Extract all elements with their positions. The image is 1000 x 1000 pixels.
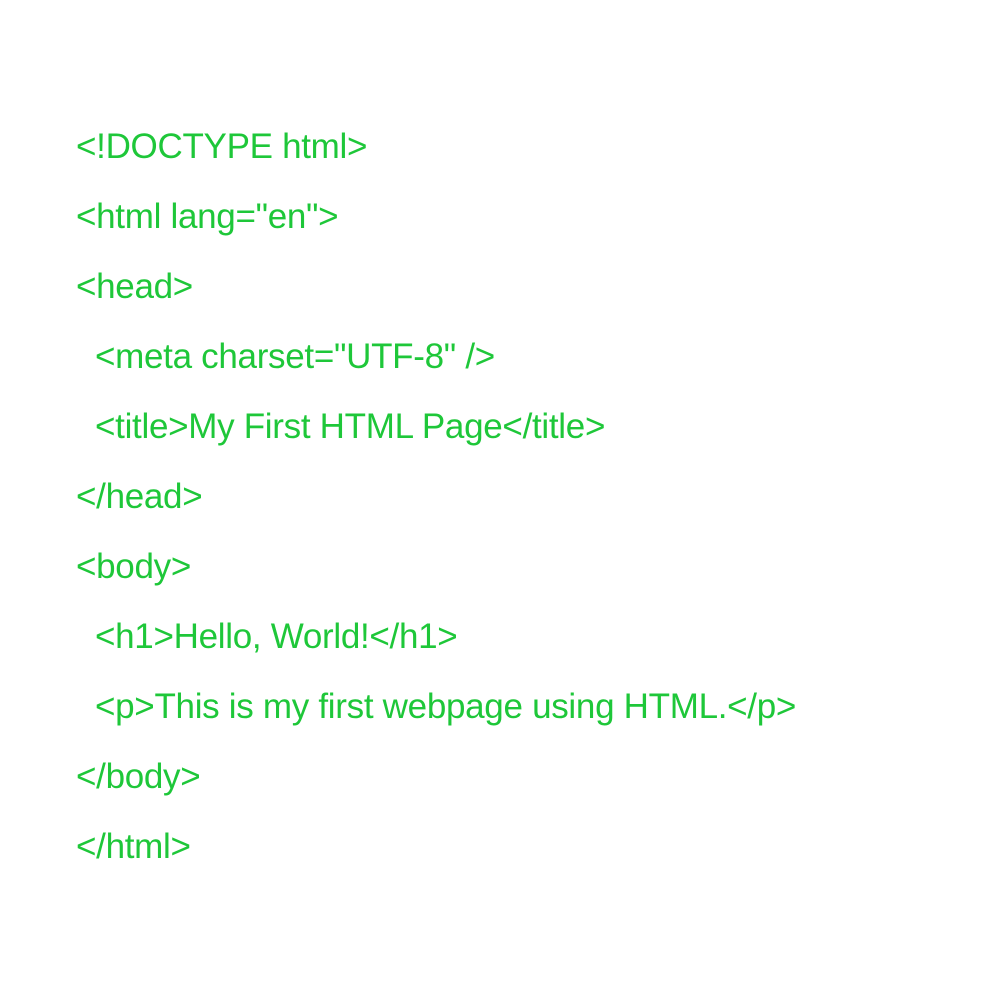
code-line-doctype: <!DOCTYPE html>	[76, 127, 368, 166]
code-line-head-open: <head>	[76, 267, 193, 306]
code-line-h1: <h1>Hello, World!</h1>	[95, 617, 458, 656]
code-line-title: <title>My First HTML Page</title>	[95, 407, 606, 446]
code-line-meta: <meta charset="UTF-8" />	[95, 337, 495, 376]
code-line-paragraph: <p>This is my first webpage using HTML.<…	[95, 687, 797, 726]
code-line-body-open: <body>	[76, 547, 191, 586]
code-line-html-open: <html lang="en">	[76, 197, 339, 236]
code-line-html-close: </html>	[76, 827, 191, 866]
code-line-head-close: </head>	[76, 477, 203, 516]
code-line-body-close: </body>	[76, 757, 201, 796]
